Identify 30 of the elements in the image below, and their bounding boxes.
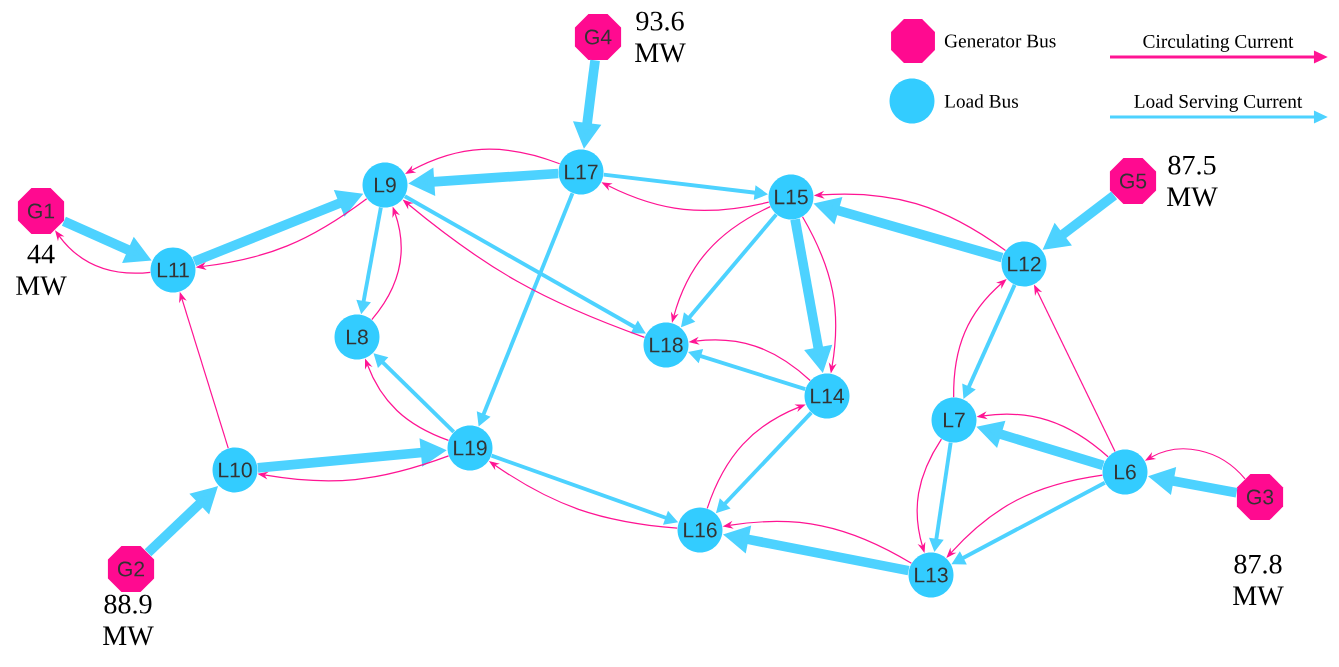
load-bus: L17 — [558, 149, 604, 195]
load-bus: L12 — [1001, 241, 1047, 287]
load-bus: L11 — [150, 247, 196, 293]
load-bus: L13 — [908, 552, 954, 598]
power-label: 87.8 MW — [1233, 554, 1284, 606]
generator-bus: G3 — [1236, 473, 1284, 521]
load-bus: L9 — [362, 162, 408, 208]
power-label: 44 MW — [16, 244, 67, 296]
current-arrow — [405, 148, 561, 174]
load-bus: L7 — [931, 397, 977, 443]
power-label: 87.5 MW — [1167, 155, 1218, 207]
load-bus: L19 — [447, 425, 493, 471]
power-label: 93.6 MW — [635, 11, 686, 63]
load-bus: L8 — [334, 314, 380, 360]
legend-text: Generator Bus — [944, 34, 1056, 48]
current-arrow — [946, 474, 1103, 558]
load-bus: L14 — [804, 373, 850, 419]
legend-text: Circulating Current — [1143, 34, 1294, 52]
legend-text: Load Bus — [944, 94, 1019, 108]
legend-text: Load Serving Current — [1134, 94, 1303, 112]
load-bus: L15 — [768, 174, 814, 220]
load-bus: L16 — [677, 507, 723, 553]
load-bus: L18 — [643, 322, 689, 368]
generator-bus: G1 — [17, 187, 65, 235]
generator-bus: G4 — [574, 13, 622, 61]
power-label: 88.9 MW — [103, 594, 154, 646]
load-bus: L10 — [212, 447, 258, 493]
load-bus: L6 — [1102, 449, 1148, 495]
generator-bus: G5 — [1109, 157, 1157, 205]
generator-bus: G2 — [107, 545, 155, 593]
